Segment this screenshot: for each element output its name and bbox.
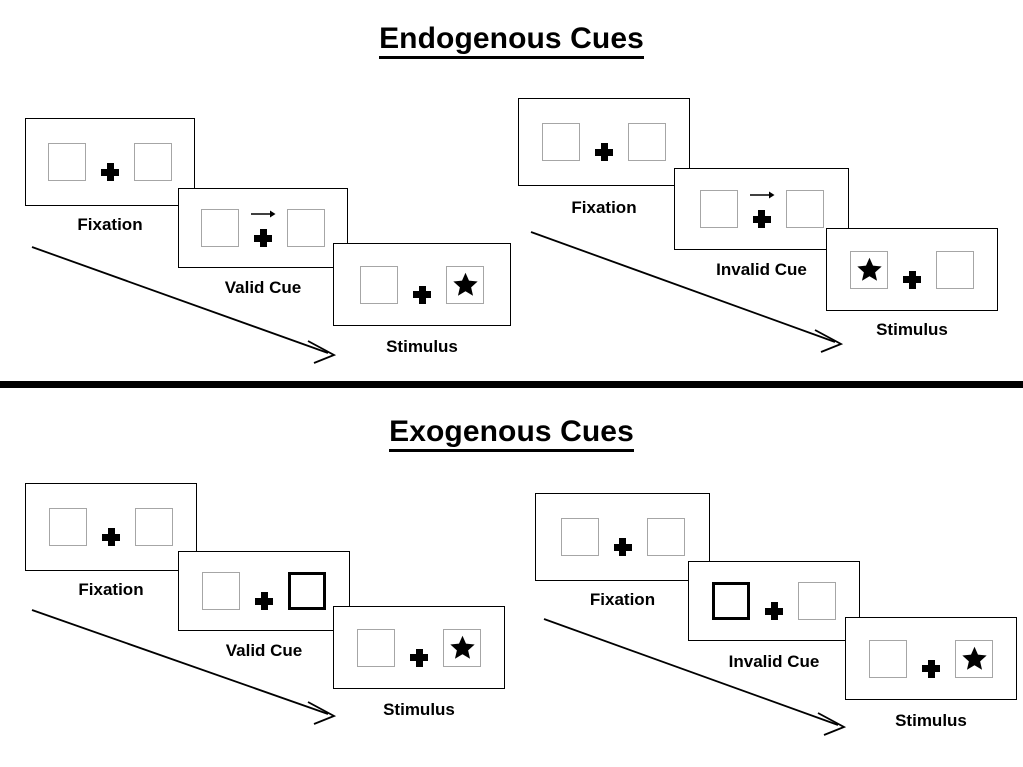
section-title-exogenous: Exogenous Cues <box>0 415 1023 452</box>
caption-endogenous-invalid-fixation: Fixation <box>571 198 637 217</box>
stimulus-box-left[interactable] <box>542 123 580 161</box>
panel-exogenous-invalid-fixation[interactable] <box>535 493 710 581</box>
fixation-cross-icon <box>613 537 633 557</box>
fixation-cross-icon <box>100 162 120 182</box>
stimulus-box-left[interactable] <box>869 639 907 678</box>
fixation-cross-icon <box>594 142 614 162</box>
panel-endogenous-invalid-cue[interactable] <box>674 168 849 250</box>
caption-endogenous-valid-stimulus: Stimulus <box>386 337 458 356</box>
stimulus-box-right[interactable] <box>785 190 824 228</box>
stimulus-box-right[interactable] <box>955 639 993 678</box>
stimulus-box-left[interactable] <box>49 508 87 546</box>
panel-endogenous-valid-fixation[interactable] <box>25 118 195 206</box>
cue-slot <box>412 265 432 305</box>
arrow-right-cue-icon <box>251 210 276 218</box>
caption-endogenous-valid-fixation: Fixation <box>77 215 143 234</box>
panel-exogenous-invalid-cue[interactable] <box>688 561 860 641</box>
fixation-cross-icon <box>409 648 429 668</box>
caption-exogenous-invalid-stimulus: Stimulus <box>895 711 967 730</box>
fixation-cross-icon <box>902 270 922 290</box>
panel-exogenous-invalid-stimulus[interactable] <box>845 617 1017 700</box>
star-icon <box>449 635 475 659</box>
caption-endogenous-invalid-stimulus: Stimulus <box>876 320 948 339</box>
fixation-cross-icon <box>764 601 784 621</box>
caption-endogenous-invalid-cue: Invalid Cue <box>716 260 807 279</box>
stimulus-box-left[interactable] <box>360 265 398 304</box>
star-icon <box>856 257 882 281</box>
fixation-cross-icon <box>253 228 273 248</box>
section-title-endogenous-text: Endogenous Cues <box>379 22 644 59</box>
cue-slot <box>594 122 614 162</box>
stimulus-box-right[interactable] <box>287 209 325 247</box>
panel-endogenous-valid-stimulus[interactable] <box>333 243 511 326</box>
fixation-cross-icon <box>101 527 121 547</box>
stimulus-box-right-cued[interactable] <box>288 572 326 610</box>
stimulus-box-right[interactable] <box>798 582 836 620</box>
fixation-cross-icon <box>752 209 772 229</box>
panel-endogenous-valid-cue[interactable] <box>178 188 348 268</box>
section-divider <box>0 381 1023 388</box>
cue-slot <box>101 507 121 547</box>
caption-exogenous-valid-cue: Valid Cue <box>225 641 303 660</box>
panel-exogenous-valid-stimulus[interactable] <box>333 606 505 689</box>
stimulus-box-left[interactable] <box>357 628 395 667</box>
panel-endogenous-invalid-stimulus[interactable] <box>826 228 998 311</box>
stimulus-box-left[interactable] <box>201 209 239 247</box>
arrow-right-cue-icon <box>749 191 774 199</box>
caption-exogenous-valid-stimulus: Stimulus <box>383 700 455 719</box>
panel-exogenous-valid-fixation[interactable] <box>25 483 197 571</box>
panel-exogenous-valid-cue[interactable] <box>178 551 350 631</box>
fixation-cross-icon <box>921 659 941 679</box>
star-icon <box>961 646 987 670</box>
cue-slot <box>251 208 276 248</box>
stimulus-box-left[interactable] <box>202 572 240 610</box>
section-title-exogenous-text: Exogenous Cues <box>389 415 634 452</box>
cue-slot <box>613 517 633 557</box>
cue-slot <box>902 250 922 290</box>
stimulus-box-right[interactable] <box>134 143 172 181</box>
stimulus-box-left[interactable] <box>699 190 738 228</box>
panel-endogenous-invalid-fixation[interactable] <box>518 98 690 186</box>
stimulus-box-left-cued[interactable] <box>712 582 750 620</box>
cue-slot <box>921 639 941 679</box>
stimulus-box-right[interactable] <box>628 123 666 161</box>
caption-exogenous-invalid-fixation: Fixation <box>589 590 656 609</box>
stimulus-box-right[interactable] <box>446 265 484 304</box>
cue-slot <box>409 628 429 668</box>
cue-slot <box>254 571 274 611</box>
stimulus-box-right[interactable] <box>135 508 173 546</box>
stimulus-box-left[interactable] <box>560 518 599 556</box>
fixation-cross-icon <box>254 591 274 611</box>
stimulus-box-right[interactable] <box>443 628 481 667</box>
cue-slot <box>100 142 120 182</box>
cue-slot <box>749 189 774 229</box>
caption-endogenous-valid-cue: Valid Cue <box>224 278 302 297</box>
caption-exogenous-invalid-cue: Invalid Cue <box>728 652 820 671</box>
stimulus-box-right[interactable] <box>646 518 685 556</box>
stimulus-box-right[interactable] <box>936 250 974 289</box>
stimulus-box-left[interactable] <box>850 250 888 289</box>
caption-exogenous-valid-fixation: Fixation <box>78 580 144 599</box>
stimulus-box-left[interactable] <box>48 143 86 181</box>
section-title-endogenous: Endogenous Cues <box>0 22 1023 59</box>
cue-slot <box>764 581 784 621</box>
fixation-cross-icon <box>412 285 432 305</box>
star-icon <box>452 272 478 296</box>
